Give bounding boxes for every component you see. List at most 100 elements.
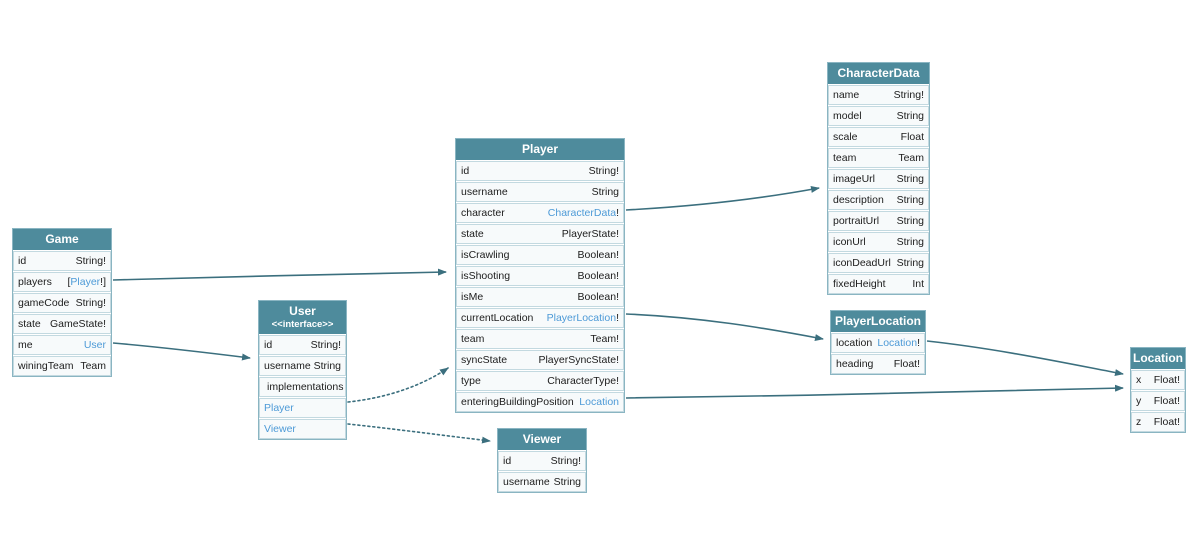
field-name: isCrawling: [461, 249, 510, 261]
table-title: User: [289, 304, 316, 318]
field-type: Boolean!: [578, 291, 619, 303]
field-name: location: [836, 337, 873, 349]
field-name: currentLocation: [461, 312, 534, 324]
field-name: imageUrl: [833, 173, 876, 185]
player-field-row-id[interactable]: id String!: [456, 161, 624, 181]
type-text: GameState!: [49, 318, 106, 330]
table-header-player[interactable]: Player: [456, 139, 624, 160]
field-name-link[interactable]: Player: [264, 401, 294, 414]
type-text: Float!: [1153, 416, 1180, 428]
type-link[interactable]: Location: [579, 396, 619, 408]
type-link[interactable]: User: [83, 339, 106, 351]
field-name: username: [264, 359, 311, 372]
edge-playerlocation-location-to-location: [926, 340, 1124, 376]
edge-player-currentlocation-to-playerlocation: [625, 313, 824, 341]
field-type: String!: [894, 89, 924, 101]
type-text: String: [591, 186, 619, 198]
table-header-viewer[interactable]: Viewer: [498, 429, 586, 450]
game-field-row-players[interactable]: players[Player!]: [13, 272, 111, 292]
user-field-row-implementations[interactable]: implementations: [259, 376, 346, 397]
field-type: String!: [551, 455, 581, 467]
type-text: String: [896, 257, 924, 269]
characterdata-field-row-name[interactable]: name String!: [828, 85, 929, 105]
field-name: name: [833, 89, 860, 101]
field-name-link[interactable]: Viewer: [264, 422, 296, 435]
field-type: [Player!]: [67, 276, 106, 288]
type-text: Team!: [590, 333, 619, 345]
field-name: iconUrl: [833, 236, 866, 248]
playerlocation-field-row-location[interactable]: location Location!: [831, 333, 925, 353]
table-subtitle: <<interface>>: [271, 319, 334, 330]
type-text: Team: [80, 360, 106, 372]
type-text: String!: [75, 255, 106, 267]
type-text: String: [313, 359, 341, 372]
table-header-game[interactable]: Game: [13, 229, 111, 250]
type-link[interactable]: CharacterData: [547, 207, 617, 219]
type-text: String!: [588, 165, 619, 177]
field-type: String!: [76, 255, 106, 267]
field-name: implementations: [267, 380, 344, 393]
table-header-playerlocation[interactable]: PlayerLocation: [831, 311, 925, 332]
table-header-location[interactable]: Location: [1131, 348, 1185, 369]
field-type: GameState!: [50, 318, 106, 330]
user-field-row-Viewer[interactable]: Viewer: [259, 418, 346, 439]
field-type: PlayerLocation!: [547, 312, 619, 324]
field-name: id: [18, 255, 27, 267]
table-title: PlayerLocation: [834, 314, 922, 328]
table-header-user[interactable]: User<<interface>>: [259, 301, 346, 334]
field-type: String: [554, 476, 581, 488]
field-name: id: [461, 165, 470, 177]
table-header-characterdata[interactable]: CharacterData: [828, 63, 929, 84]
edge-player-enteringbuildingposition-to-location: [625, 384, 1124, 399]
field-type: String: [897, 257, 924, 269]
type-link[interactable]: Player: [70, 276, 101, 288]
field-type: CharacterData!: [548, 207, 619, 219]
field-type: User: [84, 339, 106, 351]
game-field-row-id[interactable]: id String!: [13, 251, 111, 271]
type-text: !: [917, 337, 920, 349]
field-name: username: [503, 476, 550, 488]
table-title: Viewer: [522, 432, 562, 446]
player-field-row-currentLocation[interactable]: currentLocation PlayerLocation!: [456, 308, 624, 328]
field-name: gameCode: [18, 297, 70, 309]
field-type: PlayerState!: [562, 228, 619, 240]
type-link[interactable]: Location: [877, 337, 918, 349]
user-field-row-Player[interactable]: Player: [259, 397, 346, 418]
type-link[interactable]: PlayerLocation: [546, 312, 617, 324]
viewer-field-row-username[interactable]: username String: [498, 472, 586, 492]
field-name: y: [1136, 395, 1142, 407]
field-name: id: [264, 338, 273, 351]
field-type: String: [592, 186, 619, 198]
